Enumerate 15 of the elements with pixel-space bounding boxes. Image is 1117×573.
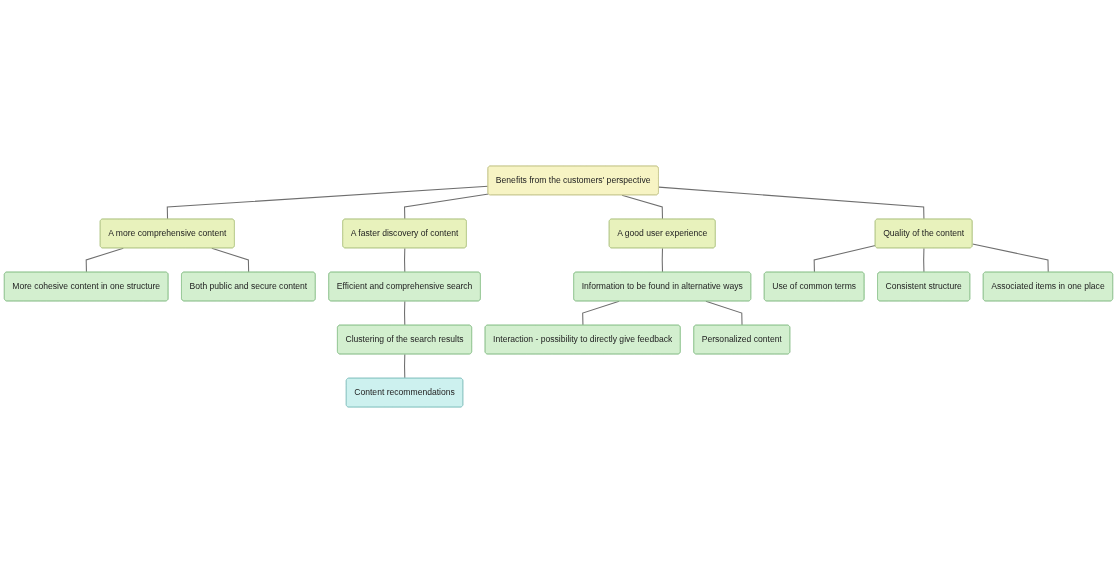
connector	[705, 300, 743, 326]
connector	[658, 186, 925, 220]
connector	[661, 247, 664, 273]
connector	[813, 244, 876, 273]
connector	[404, 300, 406, 326]
connector	[85, 247, 124, 273]
connector	[211, 247, 250, 273]
connector	[971, 243, 1049, 273]
connector	[621, 194, 664, 220]
connector	[404, 193, 490, 220]
connector	[582, 300, 620, 326]
connector	[404, 247, 406, 273]
connector	[166, 185, 489, 220]
connector	[923, 247, 925, 273]
connector	[404, 353, 406, 379]
